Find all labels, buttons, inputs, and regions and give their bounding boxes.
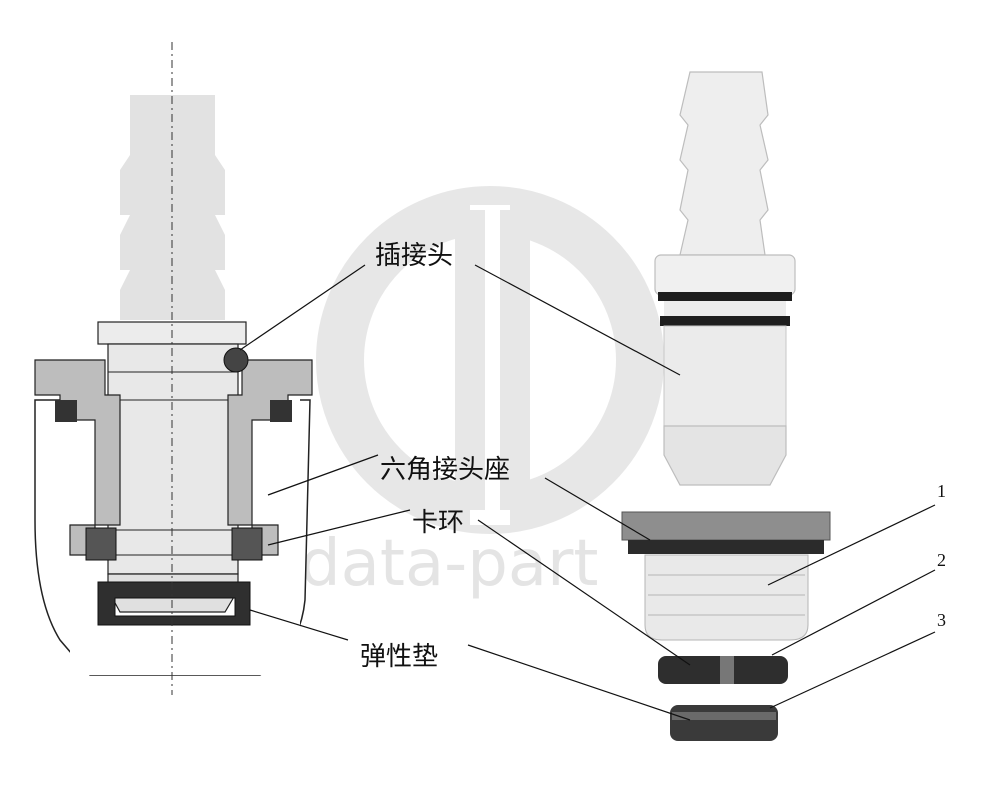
watermark-logo: [316, 186, 664, 534]
plug-shaft-section: [107, 343, 239, 575]
seal-ring-right: [270, 400, 292, 422]
snap-ring-right-section: [231, 527, 263, 561]
snap-ring-left-section: [85, 527, 117, 561]
label-snap-ring: 卡环: [412, 508, 464, 538]
part-number-2: 2: [937, 550, 946, 570]
hex-seat-right-section: [227, 359, 313, 556]
label-plug-connector: 插接头: [375, 241, 453, 271]
snap-ring-part: [658, 656, 788, 684]
cross-section-drawing: [34, 42, 313, 695]
hex-fitting-seat-part: [621, 511, 831, 641]
elastic-pad-part: [670, 705, 778, 741]
label-hex-fitting-seat: 六角接头座: [380, 455, 510, 485]
o-ring-ball: [223, 347, 249, 373]
part-number-3: 3: [937, 610, 946, 630]
hex-seat-left-section: [34, 359, 121, 556]
label-elastic-pad: 弹性垫: [360, 642, 438, 672]
elastic-pad-section: [97, 581, 251, 626]
exploded-parts: [621, 71, 831, 741]
part-number-1: 1: [937, 481, 946, 501]
seal-ring-left: [55, 400, 77, 422]
watermark-text: data-part: [300, 527, 599, 601]
leader-lines: [239, 264, 936, 721]
plug-connector-part: [654, 71, 796, 486]
